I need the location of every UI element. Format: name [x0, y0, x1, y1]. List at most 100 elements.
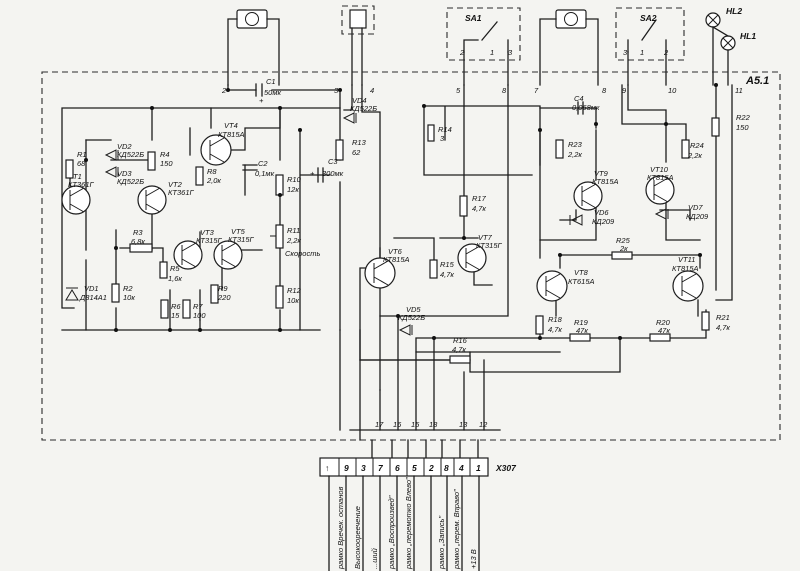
capacitor-c2: C2 0,1мк: [242, 159, 275, 178]
r8-ref: R8: [207, 167, 217, 176]
board-pin: 5: [456, 86, 461, 95]
r13-value: 62: [352, 148, 361, 157]
resistor-r21: R21 4,7к: [701, 311, 730, 332]
vd5-type: КД522Б: [398, 313, 425, 322]
r8-value: 2,0к: [206, 176, 221, 185]
r23-value: 2,2к: [567, 150, 582, 159]
resistor-r13: R13 62: [335, 138, 367, 161]
r6-ref: R6: [171, 302, 181, 311]
r19-ref: R19: [574, 318, 589, 327]
connector-pin: ↑: [325, 463, 329, 473]
r9-ref: R9: [218, 284, 228, 293]
board-pin: 10: [668, 86, 677, 95]
transistor-vt10: VT10 КТ815А: [645, 165, 675, 205]
board-pin: 11: [735, 86, 743, 95]
r21-ref: R21: [716, 313, 730, 322]
vd3-type: КД522Б: [117, 177, 144, 186]
connector-pin: 1: [476, 463, 481, 473]
vt2-type: КТ361Г: [168, 188, 195, 197]
lamp-hl1: HL1: [720, 31, 756, 51]
vd2-ref: VD2: [117, 142, 132, 151]
transistor-vt11: VT11 КТ815А: [672, 255, 704, 302]
r14-ref: R14: [438, 125, 452, 134]
r13-ref: R13: [352, 138, 367, 147]
r20-ref: R20: [656, 318, 671, 327]
resistor-r11: R11 2,2к Скорость: [270, 224, 320, 258]
hl2-label: HL2: [726, 6, 742, 16]
resistor-r24: R24 2,2к: [681, 139, 704, 160]
wire-label: рамко „перемотко Влево": [404, 477, 413, 570]
vt1-type: КТ361Г: [68, 180, 95, 189]
r2-value: 10к: [123, 293, 135, 302]
r12-ref: R12: [287, 286, 302, 295]
device-top-socket: [341, 5, 375, 86]
lamp-hl2: HL2: [705, 6, 742, 28]
vd7-type: КД209: [686, 212, 709, 221]
r1-value: 68: [77, 159, 86, 168]
r17-value: 4,7к: [472, 204, 486, 213]
vd1-ref: VD1: [84, 284, 99, 293]
sa1-label: SA1: [465, 13, 482, 23]
resistor-r1: R1 68: [65, 150, 87, 179]
diode-vd3: VD3 КД522Б: [104, 166, 144, 186]
r7-ref: R7: [193, 302, 203, 311]
r25-ref: R25: [616, 236, 631, 245]
wire-label: рамко „Воспроизвед": [387, 495, 396, 570]
resistor-r10: R10 12к: [275, 174, 302, 196]
resistor-r22: R22 150: [711, 113, 751, 137]
transistor-vt9: VT9 КТ815А: [573, 169, 619, 211]
vt8-ref: VT8: [574, 268, 589, 277]
vt11-type: КТ815А: [672, 264, 699, 273]
r16-value: 4,7к: [452, 345, 466, 354]
wire-label: ...ший: [370, 547, 379, 569]
bus-pins: 17 16 15 18 13 12: [375, 420, 488, 429]
resistor-r8: R8 2,0к: [195, 166, 221, 186]
resistor-r19: R19 47к: [569, 318, 591, 342]
capacitor-c1: C1 50мк +: [255, 77, 281, 105]
resistor-r4: R4 150: [147, 150, 173, 171]
transistor-vt3: VT3 КТ315Г: [173, 228, 223, 270]
bus-pin: 16: [393, 420, 402, 429]
r15-ref: R15: [440, 260, 455, 269]
r10-ref: R10: [287, 175, 302, 184]
vt10-type: КТ815А: [647, 173, 674, 182]
resistor-r18: R18 4,7к: [535, 315, 563, 335]
vt10-ref: VT10: [650, 165, 669, 174]
connector-pin: 6: [395, 463, 400, 473]
vt4-ref: VT4: [224, 121, 238, 130]
vt9-ref: VT9: [594, 169, 609, 178]
r23-ref: R23: [568, 140, 583, 149]
board-pin: 8: [502, 86, 507, 95]
r5-value: 1,6к: [168, 274, 182, 283]
vt9-type: КТ815А: [592, 177, 619, 186]
resistor-r23: R23 2,2к: [555, 139, 583, 159]
c1-ref: C1: [266, 77, 276, 86]
r10-value: 12к: [287, 185, 299, 194]
c4-value: 0,068мк: [572, 103, 600, 112]
r11-ref: R11: [287, 226, 300, 235]
switch-sa2: SA2 3 1 2: [615, 7, 685, 61]
board-pin: 8: [602, 86, 607, 95]
connector-label: X307: [495, 463, 517, 473]
connector-pin: 5: [412, 463, 417, 473]
r1-ref: R1: [77, 150, 87, 159]
connector-pin: 4: [458, 463, 464, 473]
c4-ref: C4: [574, 94, 584, 103]
vt3-type: КТ315Г: [196, 236, 223, 245]
resistor-r16: R16 4,7к: [449, 336, 471, 364]
c2-ref: C2: [258, 159, 268, 168]
resistor-r9: R9 220: [210, 284, 231, 304]
transistor-vt2: VT2 КТ361Г: [137, 180, 195, 215]
r18-ref: R18: [548, 315, 563, 324]
vt4-type: КТ815А: [218, 130, 245, 139]
r22-value: 150: [736, 123, 749, 132]
resistor-r6: R6 15: [160, 299, 181, 320]
vt6-type: КТ815А: [383, 255, 410, 264]
bus-pin: 18: [429, 420, 438, 429]
r11-caption: Скорость: [285, 249, 320, 258]
board-pin: 9: [622, 86, 627, 95]
r4-ref: R4: [160, 150, 170, 159]
transistor-vt4: VT4 КТ815А: [200, 121, 245, 166]
